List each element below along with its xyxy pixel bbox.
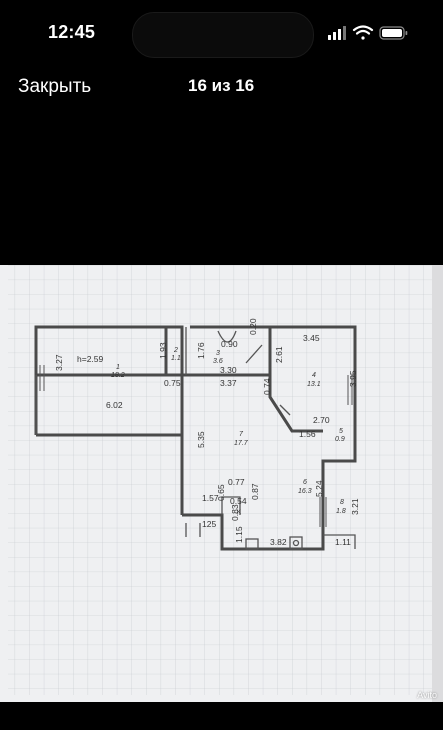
- floor-plan-drawing: h=2.59 1 18.2 2 1.1 3 3.6 4 13.1 5 0.9 6…: [0, 265, 443, 702]
- dim-label: 1.56: [299, 429, 316, 439]
- plan-labels: h=2.59 1 18.2 2 1.1 3 3.6 4 13.1 5 0.9 6…: [54, 318, 360, 547]
- room-7-num: 7: [239, 431, 244, 438]
- dim-label: 0.20: [248, 318, 258, 335]
- kitchen-mark: K: [237, 510, 241, 516]
- dim-label: 2.61: [274, 346, 284, 363]
- room-4-num: 4: [312, 372, 316, 379]
- status-bar: 12:45: [0, 0, 443, 60]
- room-7-area: 17.7: [234, 440, 249, 447]
- walls: [34, 325, 357, 551]
- dim-label: 1.15: [234, 526, 244, 543]
- room-1-area: 18.2: [111, 372, 125, 379]
- dim-label: 0.77: [228, 477, 245, 487]
- watermark: Avito: [417, 690, 437, 700]
- room-8-area: 1.8: [336, 508, 346, 515]
- room-1-num: 1: [116, 364, 120, 371]
- dim-label: 5.35: [196, 431, 206, 448]
- wifi-icon: [352, 25, 374, 40]
- dim-label: 0.83: [230, 504, 240, 521]
- room-2-num: 2: [173, 347, 178, 354]
- dim-label: 3.21: [350, 498, 360, 515]
- dim-label: 0.54: [230, 496, 247, 506]
- room-4-area: 13.1: [307, 381, 321, 388]
- floor-plan-photo[interactable]: h=2.59 1 18.2 2 1.1 3 3.6 4 13.1 5 0.9 6…: [0, 265, 443, 702]
- dim-label: 0.74: [262, 378, 272, 395]
- dim-label: 1.57: [202, 493, 219, 503]
- dim-label: 3.82: [270, 537, 287, 547]
- battery-icon: [379, 26, 408, 40]
- dim-label: 0.90: [221, 339, 238, 349]
- dim-label: 1.76: [196, 342, 206, 359]
- dim-label: 2.70: [313, 415, 330, 425]
- dim-label: 3.45: [303, 333, 320, 343]
- viewer-header: Закрыть 16 из 16: [0, 64, 443, 108]
- dim-label: 0.87: [250, 483, 260, 500]
- room-6-area: 16.3: [298, 488, 312, 495]
- room-5-area: 0.9: [335, 436, 345, 443]
- signal-icon: [328, 26, 346, 40]
- close-button[interactable]: Закрыть: [18, 76, 92, 97]
- room-6-num: 6: [303, 479, 307, 486]
- dim-label: 125: [202, 519, 216, 529]
- dim-label: 5.24: [314, 480, 324, 497]
- room-3-area: 3.6: [213, 358, 223, 365]
- room-2-area: 1.1: [171, 355, 181, 362]
- status-icons: [328, 25, 408, 40]
- dim-label: 3.27: [54, 354, 64, 371]
- dim-label: 0.75: [164, 378, 181, 388]
- status-time: 12:45: [48, 22, 96, 42]
- dim-label: 3.37: [220, 378, 237, 388]
- dim-label: 3.30: [220, 365, 237, 375]
- dim-label: 0.65: [216, 484, 226, 501]
- windows: [39, 365, 353, 527]
- dim-label: 6.02: [106, 400, 123, 410]
- dim-label: 1.11: [335, 537, 351, 547]
- dim-label: 3.95: [348, 370, 358, 387]
- room-8-num: 8: [340, 499, 344, 506]
- dim-label: 1.93: [158, 342, 168, 359]
- dynamic-island: [132, 12, 314, 58]
- height-label: h=2.59: [77, 354, 104, 364]
- grid-paper: [8, 265, 433, 695]
- inner-walls: [35, 327, 356, 550]
- photo-counter: 16 из 16: [188, 76, 255, 95]
- room-5-num: 5: [339, 428, 343, 435]
- room-3-num: 3: [216, 350, 220, 357]
